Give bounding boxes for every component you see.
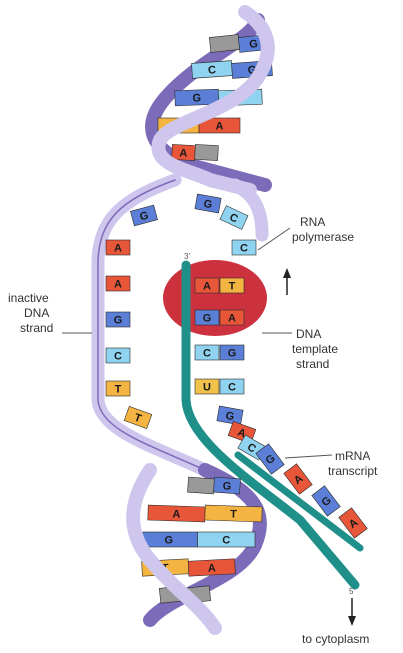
template-strand-base: C (232, 240, 256, 255)
inactive-strand-base: T (124, 406, 152, 428)
rna-base: C (195, 345, 219, 360)
base-letter: A (228, 313, 236, 325)
base-letter: G (164, 535, 173, 547)
template-strand-base: C (220, 379, 244, 394)
top-base-pair-left: C (192, 61, 233, 79)
inactive-strand-base: C (106, 348, 130, 363)
base-letter: A (114, 279, 122, 291)
base-letter: C (228, 382, 236, 394)
bottom-base-pair-left: G (140, 532, 198, 547)
base-letter: G (222, 480, 231, 493)
inactive-strand-base: G (106, 312, 130, 327)
base-letter: G (249, 38, 259, 51)
bottom-base-pair-right: T (205, 505, 262, 522)
base-letter: A (216, 121, 224, 133)
inactive-strand-base: A (106, 240, 130, 255)
inactive-strand-base: T (106, 381, 130, 396)
base-letter: C (203, 348, 211, 360)
top-base-pair-left: A (172, 144, 196, 160)
rna-base: U (195, 379, 219, 394)
base-letter: C (222, 535, 230, 547)
inactive-strand-base: A (106, 276, 130, 291)
base-letter: A (172, 508, 180, 520)
label-to-cytoplasm: to cytoplasm (302, 598, 369, 646)
base-letter: G (114, 315, 123, 327)
inactive-strand-base: G (195, 194, 221, 213)
inactive-strand-base: G (130, 205, 157, 226)
template-strand-base: A (220, 310, 244, 325)
five-prime-end-label: 5' (349, 587, 355, 596)
top-base-pair-right (195, 144, 219, 160)
template-strand-base: G (217, 406, 243, 425)
base-letter: G (192, 92, 201, 104)
template-strand-base: T (220, 278, 244, 293)
base-letter: T (229, 281, 236, 293)
down-arrow-icon (348, 616, 356, 626)
inactive-strand-base: C (220, 206, 248, 230)
bottom-base-pair-left (188, 477, 215, 494)
bottom-base-pair-left: A (148, 505, 205, 522)
up-arrow-icon (283, 268, 291, 278)
base-letter: C (208, 64, 217, 77)
bottom-base-pair-right: C (198, 532, 256, 547)
svg-text:to cytoplasm: to cytoplasm (302, 632, 369, 646)
base-letter: U (203, 382, 211, 394)
base-letter: T (230, 508, 237, 520)
base-letter: T (115, 384, 122, 396)
base-letter: A (179, 147, 188, 159)
bottom-base-pair-right: G (214, 477, 241, 494)
base-letter: G (203, 313, 212, 325)
template-strand-base: G (220, 345, 244, 360)
three-prime-end-label: 3' (184, 252, 190, 261)
base-letter: C (240, 243, 248, 255)
base-letter: G (228, 348, 237, 360)
base-letter: A (114, 243, 122, 255)
bottom-base-pair-right: A (188, 559, 235, 576)
base-letter: C (114, 351, 122, 363)
rna-base: A (195, 278, 219, 293)
base-letter: A (203, 281, 211, 293)
rna-base: G (195, 310, 219, 325)
base-letter: A (208, 562, 217, 574)
top-base-pair-left (209, 35, 239, 53)
